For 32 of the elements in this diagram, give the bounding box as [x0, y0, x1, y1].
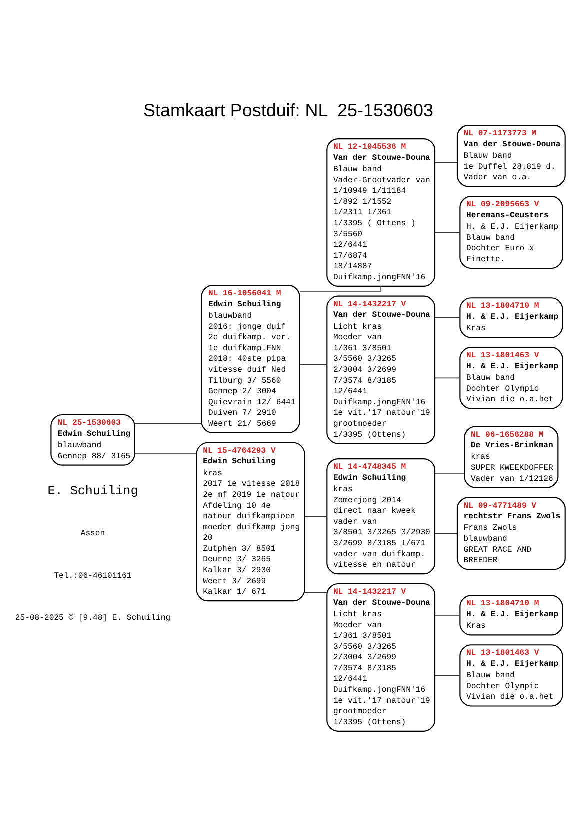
- diagram-title: Stamkaart Postduif: NL 25-1530603: [143, 100, 434, 120]
- connector: [434, 316, 461, 318]
- label: E. Schuiling: [48, 484, 138, 498]
- label: 25-08-2025 © [9.48] E. Schuiling: [15, 614, 171, 623]
- node-box: NL 13-1801463 V H. & E.J. Eijerkamp Blauw band Dochter Olympic Vivian die o.a.het: [460, 644, 564, 706]
- connector: [434, 472, 465, 474]
- label: Assen: [80, 529, 106, 538]
- node-box: NL 13-1804710 M H. & E.J. Eijerkamp Kras: [460, 594, 564, 636]
- node-box: NL 07-1173773 M Van der Stouwe-Douna Blauw band 1e Duffel 28.819 d. Vader van o.a.: [456, 124, 566, 187]
- connector: [434, 614, 461, 616]
- node-box: NL 06-1656288 M De Vries-Brinkman kras SUPER KWEEKDOFFER Vader van 1/12126: [464, 426, 559, 488]
- node-box: NL 25-1530603 Edwin Schuiling blauwband Gennep 88/ 3165: [50, 414, 136, 466]
- node-box: NL 14-4748345 M Edwin Schuiling kras Zomerjong 2014 direct naar kweek vader van 3/8501 3/3265 3/2930 3/2699 8/3185 1/671 vader van duifkamp. vitesse en natour: [326, 458, 436, 574]
- connector: [304, 516, 328, 517]
- connector: [434, 162, 458, 163]
- node-box: NL 09-2095663 V Heremans-Ceusters H. & E.J. Eijerkamp Blauw band Dochter Euro x Finette.: [460, 196, 564, 269]
- connector: [434, 377, 461, 378]
- node-box: NL 16-1056041 M Edwin Schuiling blauwband 2016: jonge duif 2e duifkamp. ver. 1e duifkamp.FNN 2018: 40ste pipa vitesse duif Ned Tilburg 3/ 5560 Gennep 2/ 3004 Quievrain 12/ 6441 Duiven 7/ 2910 Weert 21/ 5669: [201, 284, 300, 434]
- node-box: NL 14-1432217 V Van der Stouwe-Douna Licht kras Moeder van 1/361 3/8501 3/5560 3/3265 2/3004 3/2699 7/3574 8/3185 12/6441 Duifkamp.jongFNN'16 1e vit.'17 natour'19 grootmoeder 1/3395 (Ottens): [326, 295, 436, 444]
- connector: [134, 423, 202, 424]
- node-box: NL 13-1804710 M H. & E.J. Eijerkamp Kras: [460, 297, 564, 338]
- node-box: NL 13-1801463 V H. & E.J. Eijerkamp Blauw band Dochter Olympic Vivian die o.a.het: [460, 346, 564, 409]
- connector: [134, 453, 198, 454]
- node-box: NL 14-1432217 V Van der Stouwe-Douna Licht kras Moeder van 1/361 3/8501 3/5560 3/3265 2/3004 3/2699 7/3574 8/3185 12/6441 Duifkamp.jongFNN'16 1e vit.'17 natour'19 grootmoeder 1/3395 (Ottens): [326, 582, 436, 732]
- connector: [300, 364, 328, 365]
- connector: [300, 286, 382, 292]
- connector: [434, 674, 461, 676]
- node-box: NL 09-4771489 V rechtstr Frans Zwols Frans Zwols blauwband GREAT RACE AND BREEDER: [456, 496, 566, 570]
- label: Tel.:06-46101161: [54, 571, 132, 580]
- connector: [434, 532, 458, 534]
- node-box: NL 12-1045536 M Van der Stouwe-Douna Blauw band Vader-Grootvader van 1/10949 1/11184 1/892 1/1552 1/2311 1/361 1/3395 ( Ottens ) 3/5560 12/6441 17/6874 18/14887 Duifkamp.jongFNN'16: [326, 138, 436, 286]
- node-box: NL 15-4764293 V Edwin Schuiling kras 2017 1e vitesse 2018 2e mf 2019 1e natour Afdeling 10 4e natour duifkampioen moeder duifkamp jong 20 Zutphen 3/ 8501 Deurne 3/ 3265 Kalkar 3/ 2930 Weert 3/ 2699 Kalkar 1/ 671: [196, 442, 306, 602]
